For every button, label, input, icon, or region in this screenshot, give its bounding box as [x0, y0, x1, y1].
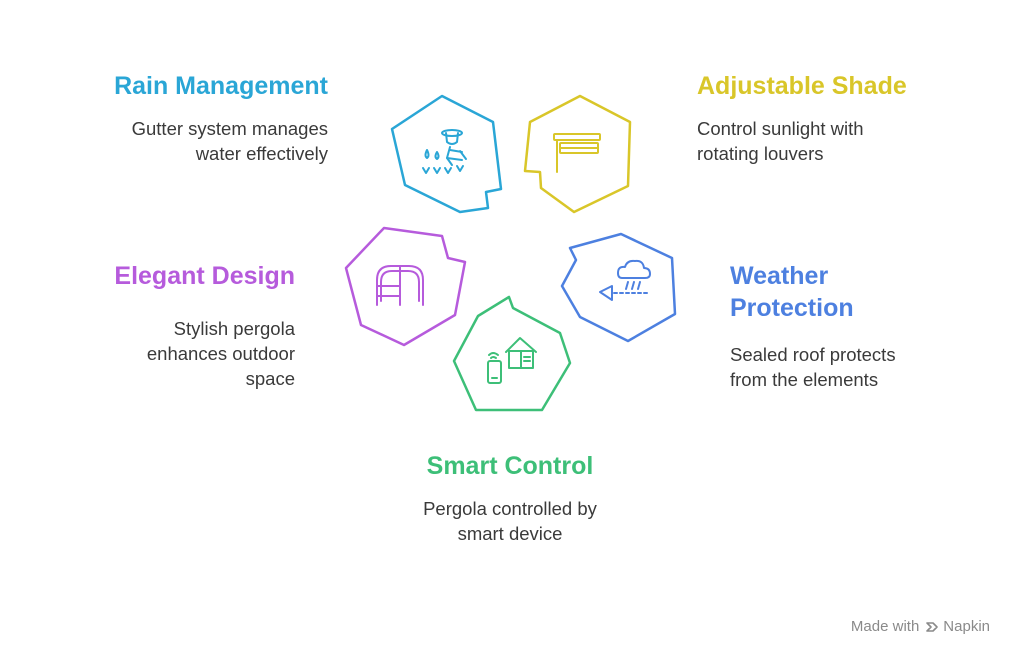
- smart-control-desc-line: Pergola controlled by: [423, 498, 597, 519]
- smart-control-shape: [452, 295, 572, 412]
- adjustable-shade-shape: [523, 94, 632, 214]
- weather-protection-title-line: Protection: [730, 294, 854, 322]
- feature-adjustable-shade: Adjustable Shade Control sunlight with r…: [697, 70, 997, 166]
- rain-management-title: Rain Management: [114, 72, 328, 100]
- smart-home-phone-icon: [487, 337, 537, 384]
- napkin-brand-label: Napkin: [943, 618, 990, 635]
- elegant-design-desc-line: Stylish pergola: [173, 318, 295, 339]
- weather-protection-title: Weather Protection: [730, 260, 990, 324]
- weather-protection-title-line: Weather: [730, 262, 829, 290]
- smart-control-desc-line: smart device: [457, 523, 563, 544]
- adjustable-shade-title: Adjustable Shade: [697, 72, 907, 100]
- weather-protection-shape: [560, 232, 677, 343]
- rain-management-shape: [390, 94, 503, 214]
- elegant-design-desc-line: space: [245, 368, 295, 389]
- watermark-text: Made with: [850, 618, 920, 635]
- feature-elegant-design: Elegant Design Stylish pergola enhances …: [60, 260, 295, 391]
- smart-control-description: Pergola controlled by smart device: [380, 496, 640, 546]
- weather-protection-desc-line: Sealed roof protects: [730, 344, 896, 365]
- adjustable-shade-description: Control sunlight with rotating louvers: [697, 116, 997, 166]
- elegant-design-description: Stylish pergola enhances outdoor space: [60, 316, 295, 391]
- feature-smart-control: Smart Control Pergola controlled by smar…: [380, 450, 640, 546]
- napkin-brand: Napkin: [925, 618, 990, 635]
- smart-control-title: Smart Control: [426, 452, 594, 480]
- elegant-design-title: Elegant Design: [114, 262, 295, 290]
- pergola-arch-icon: [376, 265, 424, 306]
- elegant-design-shape: [344, 226, 467, 347]
- elegant-design-desc-line: enhances outdoor: [146, 343, 295, 364]
- rain-management-desc-line: Gutter system manages: [131, 118, 328, 139]
- louver-shade-icon: [553, 133, 601, 173]
- feature-rain-management: Rain Management Gutter system manages wa…: [60, 70, 328, 166]
- made-with-napkin-link[interactable]: Made with Napkin: [851, 618, 990, 635]
- rain-management-description: Gutter system manages water effectively: [60, 116, 328, 166]
- weather-protection-description: Sealed roof protects from the elements: [730, 342, 990, 392]
- rain-cloud-shield-icon: [599, 259, 651, 301]
- weather-protection-desc-line: from the elements: [730, 369, 879, 390]
- rain-management-desc-line: water effectively: [195, 143, 328, 164]
- feature-weather-protection: Weather Protection Sealed roof protects …: [730, 260, 990, 392]
- adjustable-shade-desc-line: Control sunlight with: [697, 118, 864, 139]
- adjustable-shade-desc-line: rotating louvers: [697, 143, 824, 164]
- gardener-watering-icon: [422, 129, 467, 174]
- napkin-logo-icon: [926, 621, 939, 632]
